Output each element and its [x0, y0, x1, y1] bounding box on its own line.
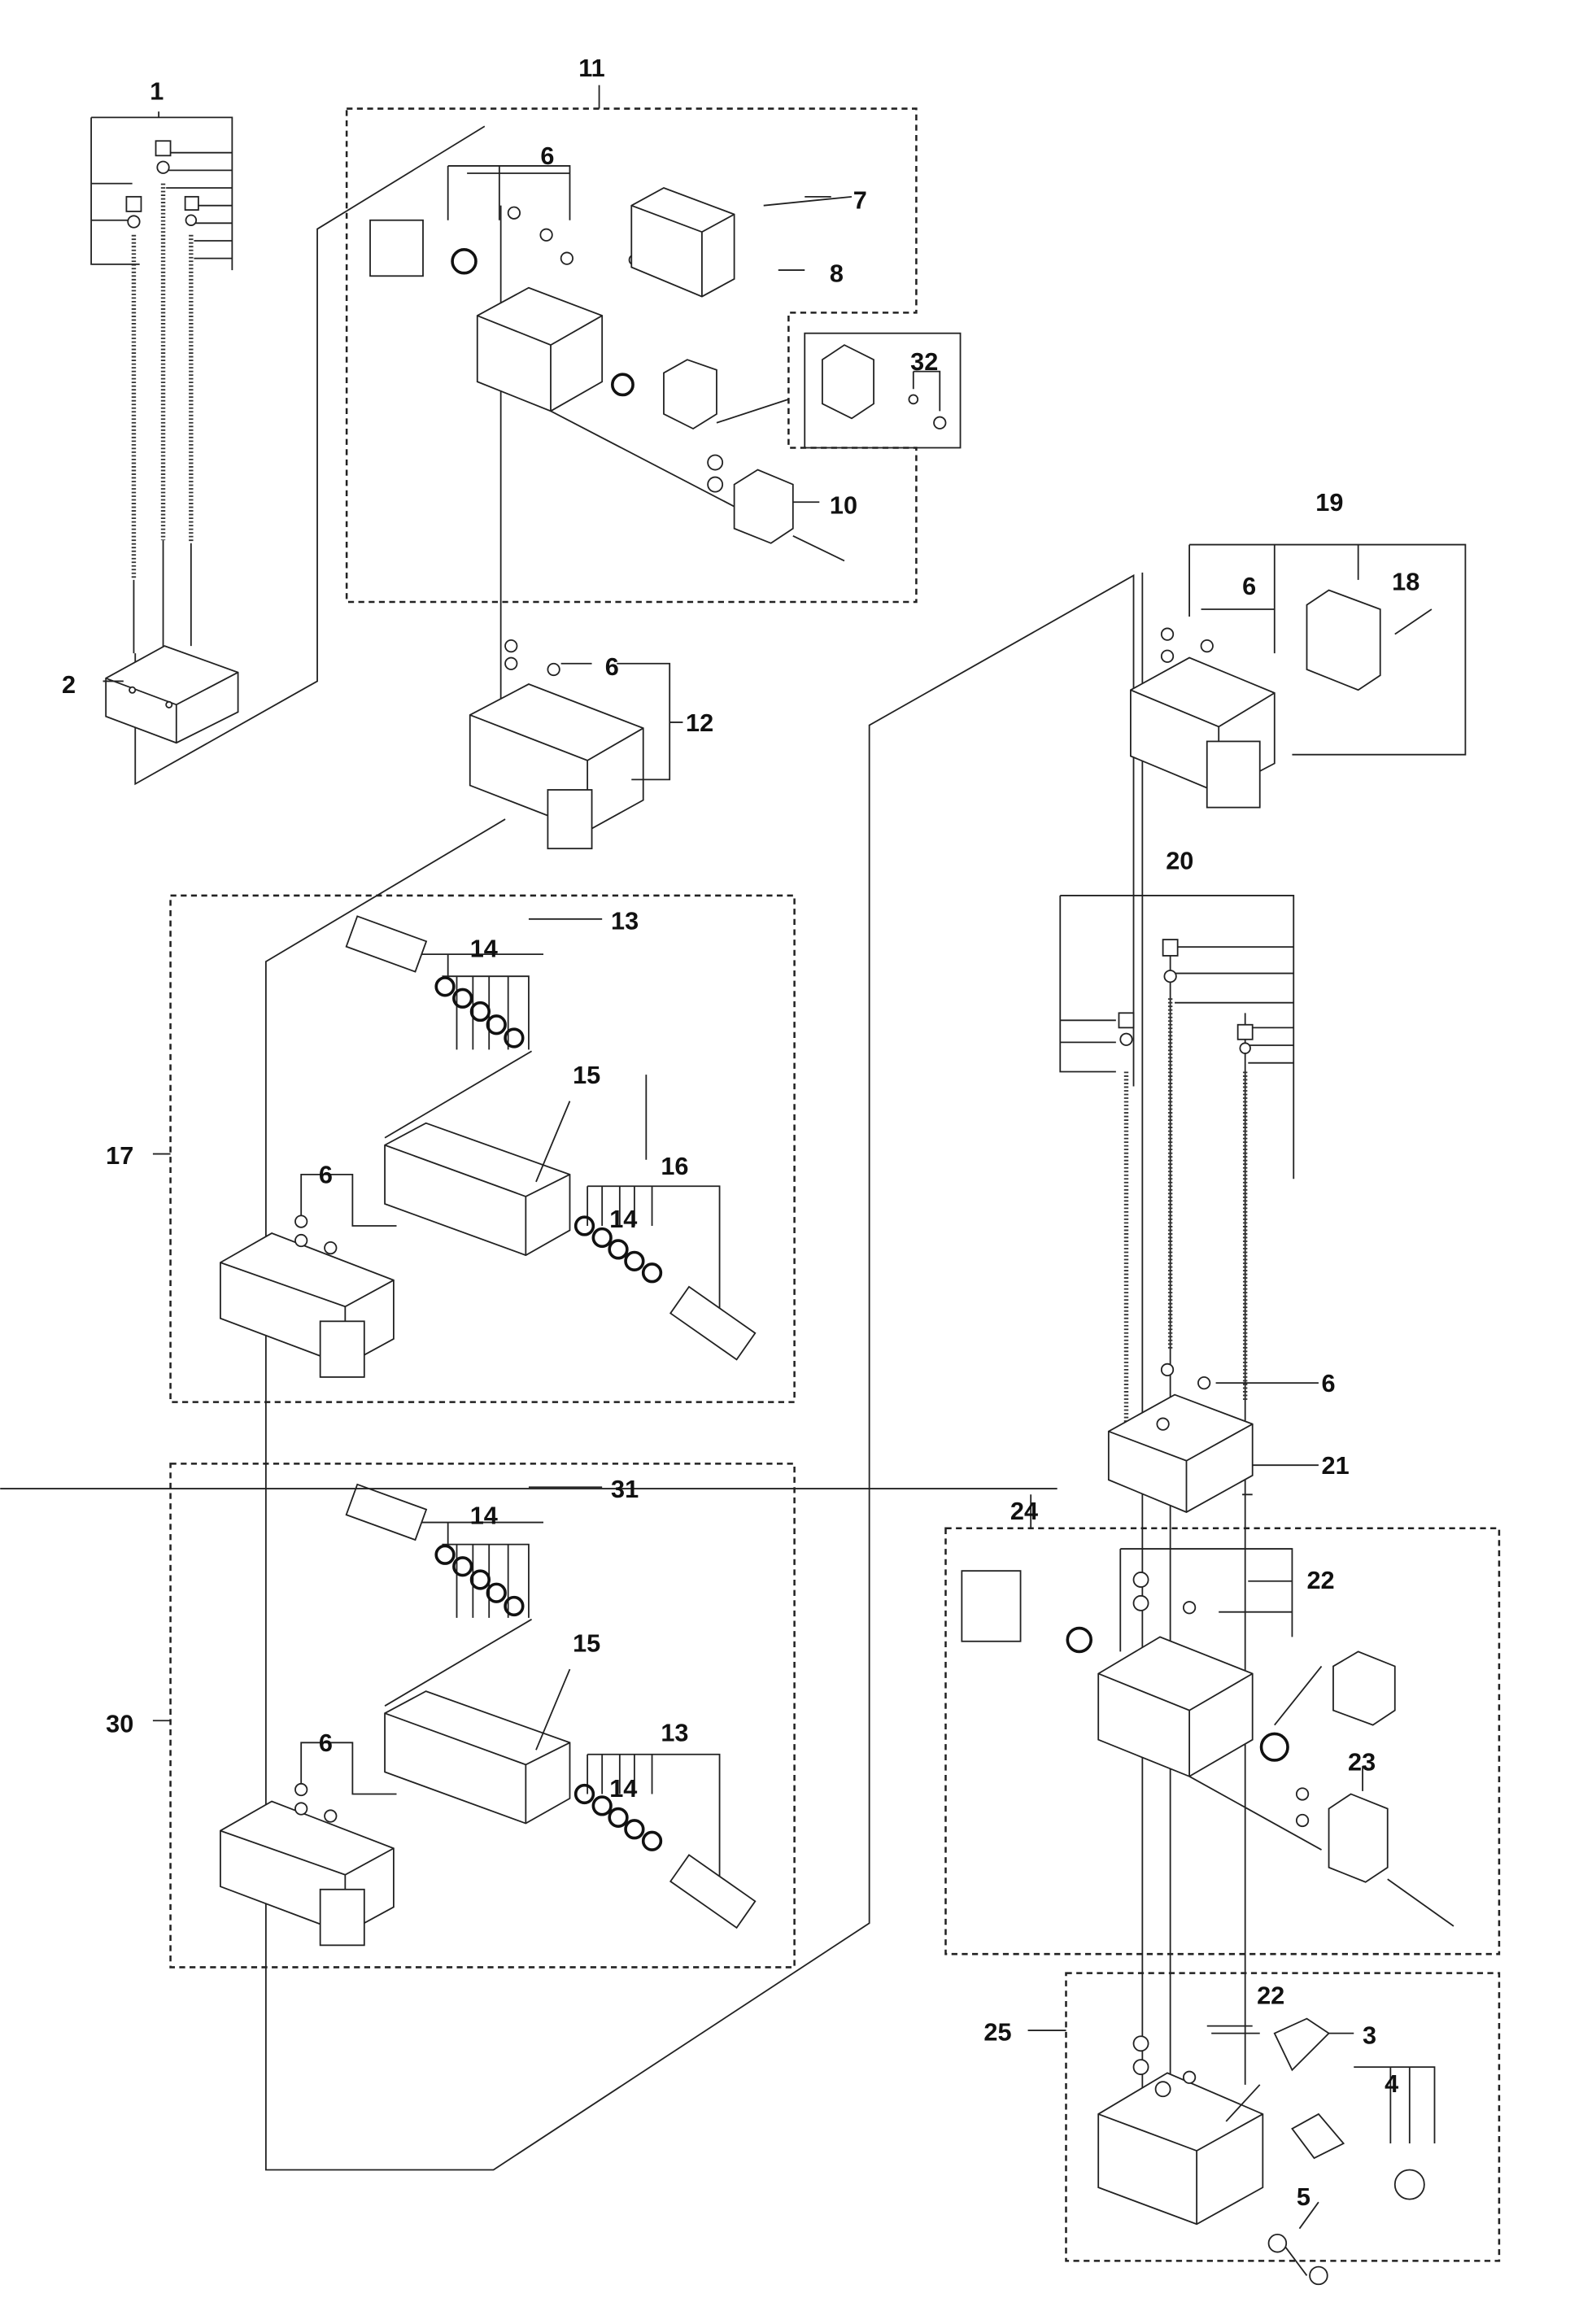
callout-labels: 1 2 3 4 5 6 6 6 6 6 6 7 8 10 11 12 13 13… [62, 54, 1419, 2211]
callout-20: 20 [1166, 846, 1193, 874]
callout-1: 1 [150, 77, 164, 106]
callout-21: 21 [1322, 1451, 1350, 1480]
assembly-19-parts [1130, 543, 1467, 809]
callout-8: 8 [830, 259, 844, 288]
callout-10: 10 [830, 491, 857, 520]
assembly-17-parts [220, 915, 757, 1378]
tie-rod-set-20 [1059, 895, 1295, 1439]
callout-22: 22 [1306, 1566, 1334, 1594]
callout-11: 11 [578, 54, 604, 82]
leader-lines [0, 85, 1253, 2031]
callout-23: 23 [1348, 1748, 1376, 1777]
assembly-box-24 [944, 1527, 1501, 1956]
callout-25: 25 [983, 2018, 1011, 2047]
callout-15: 15 [573, 1629, 600, 1657]
callout-6: 6 [319, 1161, 333, 1189]
callout-16: 16 [661, 1152, 688, 1180]
callout-6: 6 [540, 142, 554, 170]
assembly-box-11 [345, 107, 918, 604]
callout-24: 24 [1010, 1497, 1038, 1525]
callout-17: 17 [106, 1141, 133, 1170]
assembly-11-parts [369, 165, 853, 562]
callout-6: 6 [1322, 1369, 1336, 1397]
callout-7: 7 [853, 185, 867, 214]
inset-32 [804, 332, 962, 449]
callout-18: 18 [1392, 568, 1419, 596]
callout-31: 31 [611, 1475, 639, 1503]
callout-13: 13 [661, 1718, 688, 1746]
callout-2: 2 [62, 670, 76, 699]
callout-30: 30 [106, 1710, 133, 1738]
callout-3: 3 [1363, 2021, 1376, 2049]
assembly-box-25 [1065, 1972, 1501, 2262]
part-21-block [1107, 1363, 1319, 1513]
callout-12: 12 [686, 709, 713, 737]
callout-14: 14 [470, 935, 498, 963]
callout-14: 14 [609, 1774, 637, 1803]
assembly-25-parts [1097, 2017, 1436, 2286]
callout-6: 6 [605, 652, 619, 681]
callout-5: 5 [1297, 2182, 1310, 2211]
callout-4: 4 [1385, 2069, 1398, 2098]
callout-6: 6 [1242, 572, 1256, 600]
callout-14: 14 [609, 1205, 637, 1233]
callout-19: 19 [1315, 488, 1343, 517]
assembly-30-parts [220, 1483, 757, 1947]
callout-32: 32 [910, 347, 938, 376]
part-12-valve [469, 639, 683, 850]
callout-14: 14 [470, 1501, 498, 1529]
tie-rod-set-1 [90, 111, 233, 698]
callout-6: 6 [319, 1729, 333, 1757]
callout-13: 13 [611, 906, 639, 935]
assembly-24-parts [961, 1548, 1454, 1927]
assembly-box-30 [169, 1463, 796, 1969]
assembly-box-17 [169, 894, 796, 1403]
callout-15: 15 [573, 1061, 600, 1089]
part-2-block [105, 645, 239, 744]
callout-22: 22 [1257, 1982, 1284, 2010]
